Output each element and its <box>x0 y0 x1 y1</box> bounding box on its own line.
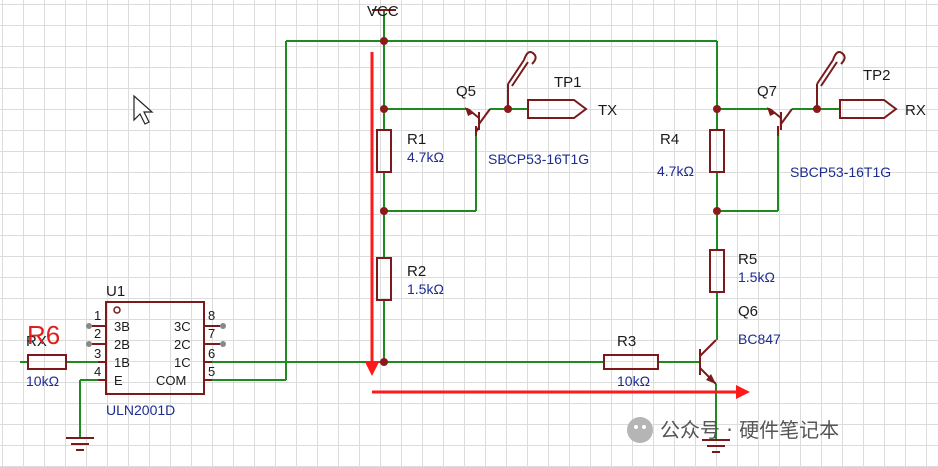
resistor-r3: R3 10kΩ <box>603 333 659 389</box>
testpoint-tp1: TP1 <box>507 51 582 109</box>
tx-label: TX <box>598 102 617 119</box>
u1-part: ULN2001D <box>106 402 175 418</box>
pin-num-5: 5 <box>208 364 215 379</box>
r3-ref: R3 <box>617 333 636 350</box>
tp1-label: TP1 <box>554 74 582 91</box>
port-tx: TX <box>527 99 617 119</box>
resistor-r2: R2 1.5kΩ <box>376 257 444 301</box>
rx-input-value: 10kΩ <box>26 373 59 389</box>
pin-2b: 2B <box>114 337 130 352</box>
junctions <box>380 37 821 366</box>
annotations: R6 <box>27 52 750 399</box>
q6-part: BC847 <box>738 331 781 347</box>
pin-com: COM <box>156 373 186 388</box>
r4-value: 4.7kΩ <box>657 163 694 179</box>
resistor-r5: R5 1.5kΩ <box>709 249 775 293</box>
pin-num-2: 2 <box>94 326 101 341</box>
resistor-r4: R4 4.7kΩ <box>657 129 725 179</box>
transistor-q7: Q7 SBCP53-16T1G <box>757 83 891 180</box>
pin-num-8: 8 <box>208 308 215 323</box>
resistor-rx-input: RX 10kΩ <box>26 333 67 389</box>
pin-1b: 1B <box>114 355 130 370</box>
wires <box>20 10 840 440</box>
ground-ic <box>66 437 94 451</box>
wechat-icon <box>627 417 653 443</box>
q5-ref: Q5 <box>456 83 476 100</box>
vcc-label: VCC <box>367 3 399 20</box>
tp2-label: TP2 <box>863 67 891 84</box>
pin-num-3: 3 <box>94 346 101 361</box>
mouse-cursor-icon <box>133 94 154 125</box>
port-rx: RX <box>839 99 926 119</box>
r1-value: 4.7kΩ <box>407 149 444 165</box>
pin-num-1: 1 <box>94 308 101 323</box>
q5-part: SBCP53-16T1G <box>488 151 589 167</box>
r4-ref: R4 <box>660 131 679 148</box>
ic-u1: U1 ULN2001D 3B 2B 1B E 3C 2C 1C COM 1 2 … <box>86 283 226 418</box>
resistor-r1: R1 4.7kΩ <box>376 129 444 173</box>
q6-ref: Q6 <box>738 303 758 320</box>
pin-num-6: 6 <box>208 346 215 361</box>
rx-input-ref-original: RX <box>26 333 47 350</box>
transistor-q5: Q5 SBCP53-16T1G <box>456 83 589 167</box>
pin-num-7: 7 <box>208 326 215 341</box>
pin-e: E <box>114 373 123 388</box>
watermark: 公众号 · 硬件笔记本 <box>627 417 839 443</box>
rx-label: RX <box>905 102 926 119</box>
transistor-q6: Q6 BC847 <box>699 303 781 385</box>
pin-3b: 3B <box>114 319 130 334</box>
watermark-text: 公众号 · 硬件笔记本 <box>660 418 839 442</box>
r2-value: 1.5kΩ <box>407 281 444 297</box>
pin-num-4: 4 <box>94 364 101 379</box>
r3-value: 10kΩ <box>617 373 650 389</box>
r5-value: 1.5kΩ <box>738 269 775 285</box>
q7-part: SBCP53-16T1G <box>790 164 891 180</box>
q7-ref: Q7 <box>757 83 777 100</box>
pin-3c: 3C <box>174 319 191 334</box>
pin-2c: 2C <box>174 337 191 352</box>
r6-annotation: R6 <box>27 320 60 350</box>
r2-ref: R2 <box>407 263 426 280</box>
ground-q6 <box>702 439 730 453</box>
u1-ref: U1 <box>106 283 125 300</box>
pin-1c: 1C <box>174 355 191 370</box>
r1-ref: R1 <box>407 131 426 148</box>
testpoint-tp2: TP2 <box>816 51 891 109</box>
vcc-symbol: VCC <box>367 3 399 20</box>
r5-ref: R5 <box>738 251 757 268</box>
